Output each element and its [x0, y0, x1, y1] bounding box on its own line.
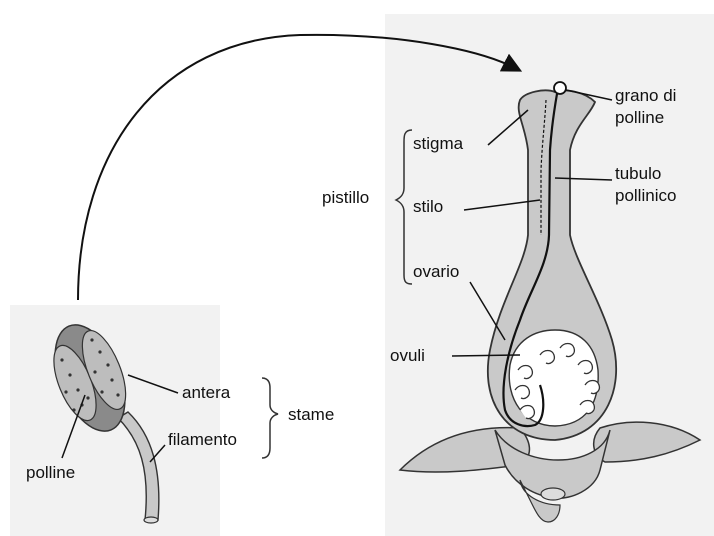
label-polline-grano: polline: [615, 108, 664, 128]
label-tubulo: tubulo: [615, 164, 661, 184]
label-ovuli: ovuli: [390, 346, 425, 366]
label-stame: stame: [288, 405, 334, 425]
label-antera: antera: [182, 383, 230, 403]
pollen-grain-icon: [554, 82, 566, 94]
stame-bracket: [262, 378, 278, 458]
leader-ovuli: [452, 355, 520, 356]
filament-cut: [144, 517, 158, 523]
label-ovario: ovario: [413, 262, 459, 282]
label-polline: polline: [26, 463, 75, 483]
label-filamento: filamento: [168, 430, 237, 450]
label-stilo: stilo: [413, 197, 443, 217]
pedicel-cut: [541, 488, 565, 500]
label-stigma: stigma: [413, 134, 463, 154]
label-pollinico: pollinico: [615, 186, 676, 206]
label-grano-di: grano di: [615, 86, 676, 106]
label-pistillo: pistillo: [322, 188, 369, 208]
